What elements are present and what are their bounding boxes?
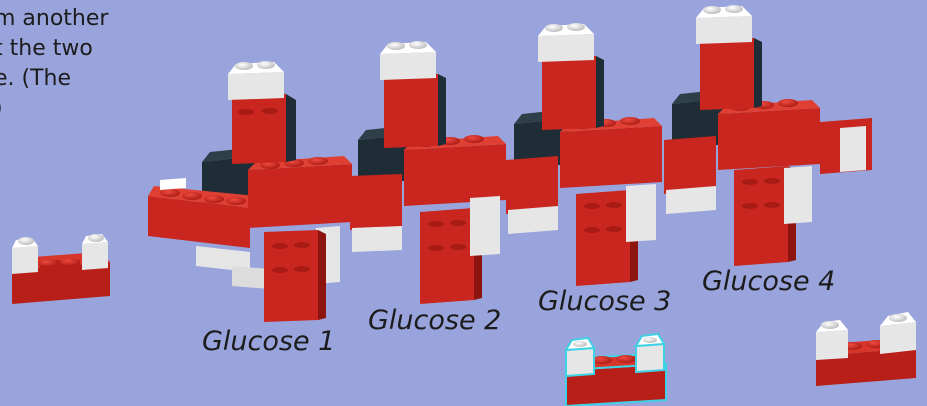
glucose-4-label: Glucose 4 — [702, 266, 835, 297]
glucose-unit-1 — [148, 61, 352, 322]
glucose-unit-3 — [506, 23, 662, 286]
glucose-3-label: Glucose 3 — [538, 286, 671, 317]
glucose-1-label: Glucose 1 — [202, 326, 335, 357]
glucose-unit-2 — [350, 41, 506, 304]
left-small-brick — [12, 234, 110, 304]
glucose-2-label: Glucose 2 — [368, 305, 501, 336]
highlighted-brick — [566, 334, 666, 406]
glucose-unit-4 — [664, 5, 872, 266]
right-small-brick — [816, 312, 916, 386]
